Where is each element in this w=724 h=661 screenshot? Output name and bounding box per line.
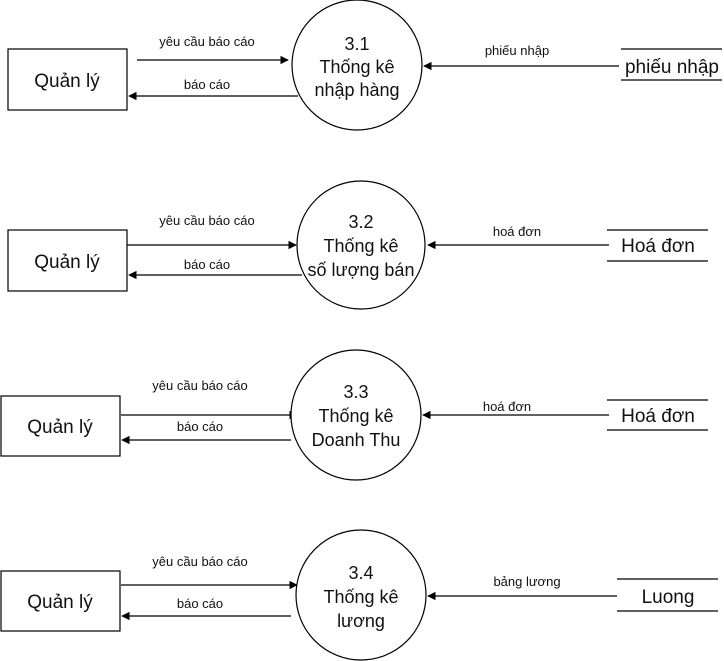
process-title-line-2: Doanh Thu [312,430,401,450]
process-circle[interactable] [291,0,423,131]
entity-box-manager[interactable] [0,570,121,632]
entity-label: Quản lý [27,592,93,613]
entity-box-manager[interactable] [7,48,128,111]
request-flow-label: yêu cầu báo cáo [159,213,254,228]
process-title-line-1: Thống kê [319,57,394,77]
report-flow-label: báo cáo [184,257,230,272]
dfd-row-1: Quản lý yêu cầu báo cáo báo cáo 3.1 Thốn… [7,0,722,131]
entity-box-manager[interactable] [7,229,128,292]
data-store-label[interactable]: Hoá đơn [621,236,695,257]
entity-box-manager[interactable] [0,395,121,457]
process-circle[interactable] [296,180,426,310]
entity-label: Quản lý [27,417,93,438]
entity-label: Quản lý [34,71,100,92]
request-flow-label: yêu cầu báo cáo [152,554,247,569]
report-flow-label: báo cáo [184,77,230,92]
data-store-label[interactable]: phiếu nhập [625,57,719,78]
process-circle[interactable] [290,349,422,481]
entity-label: Quản lý [34,252,100,273]
store-flow-label: hoá đơn [483,399,531,414]
process-title-line-2: lương [337,611,385,631]
store-flow-label: phiếu nhập [485,43,549,58]
dfd-row-4: Quản lý yêu cầu báo cáo báo cáo 3.4 Thốn… [0,529,718,661]
process-id: 3.3 [343,382,368,402]
request-flow-label: yêu cầu báo cáo [152,378,247,393]
dfd-row-2: Quản lý yêu cầu báo cáo báo cáo 3.2 Thốn… [7,180,708,310]
process-title-line-1: Thống kê [323,236,398,256]
store-flow-label: hoá đơn [493,224,541,239]
process-title-line-2: số lượng bán [308,260,415,280]
process-id: 3.1 [344,34,369,54]
data-store-label[interactable]: Hoá đơn [621,406,695,427]
report-flow-label: báo cáo [177,596,223,611]
request-flow-label: yêu cầu báo cáo [159,34,254,49]
report-flow-label: báo cáo [177,419,223,434]
process-title-line-2: nhập hàng [314,80,399,100]
process-circle[interactable] [295,529,427,661]
store-flow-label: bảng lương [493,574,560,589]
dfd-row-3: Quản lý yêu cầu báo cáo báo cáo 3.3 Thốn… [0,349,708,481]
process-id: 3.4 [348,563,373,583]
data-store-label[interactable]: Luong [642,587,695,608]
process-id: 3.2 [348,212,373,232]
process-title-line-1: Thống kê [323,587,398,607]
process-title-line-1: Thống kê [318,406,393,426]
